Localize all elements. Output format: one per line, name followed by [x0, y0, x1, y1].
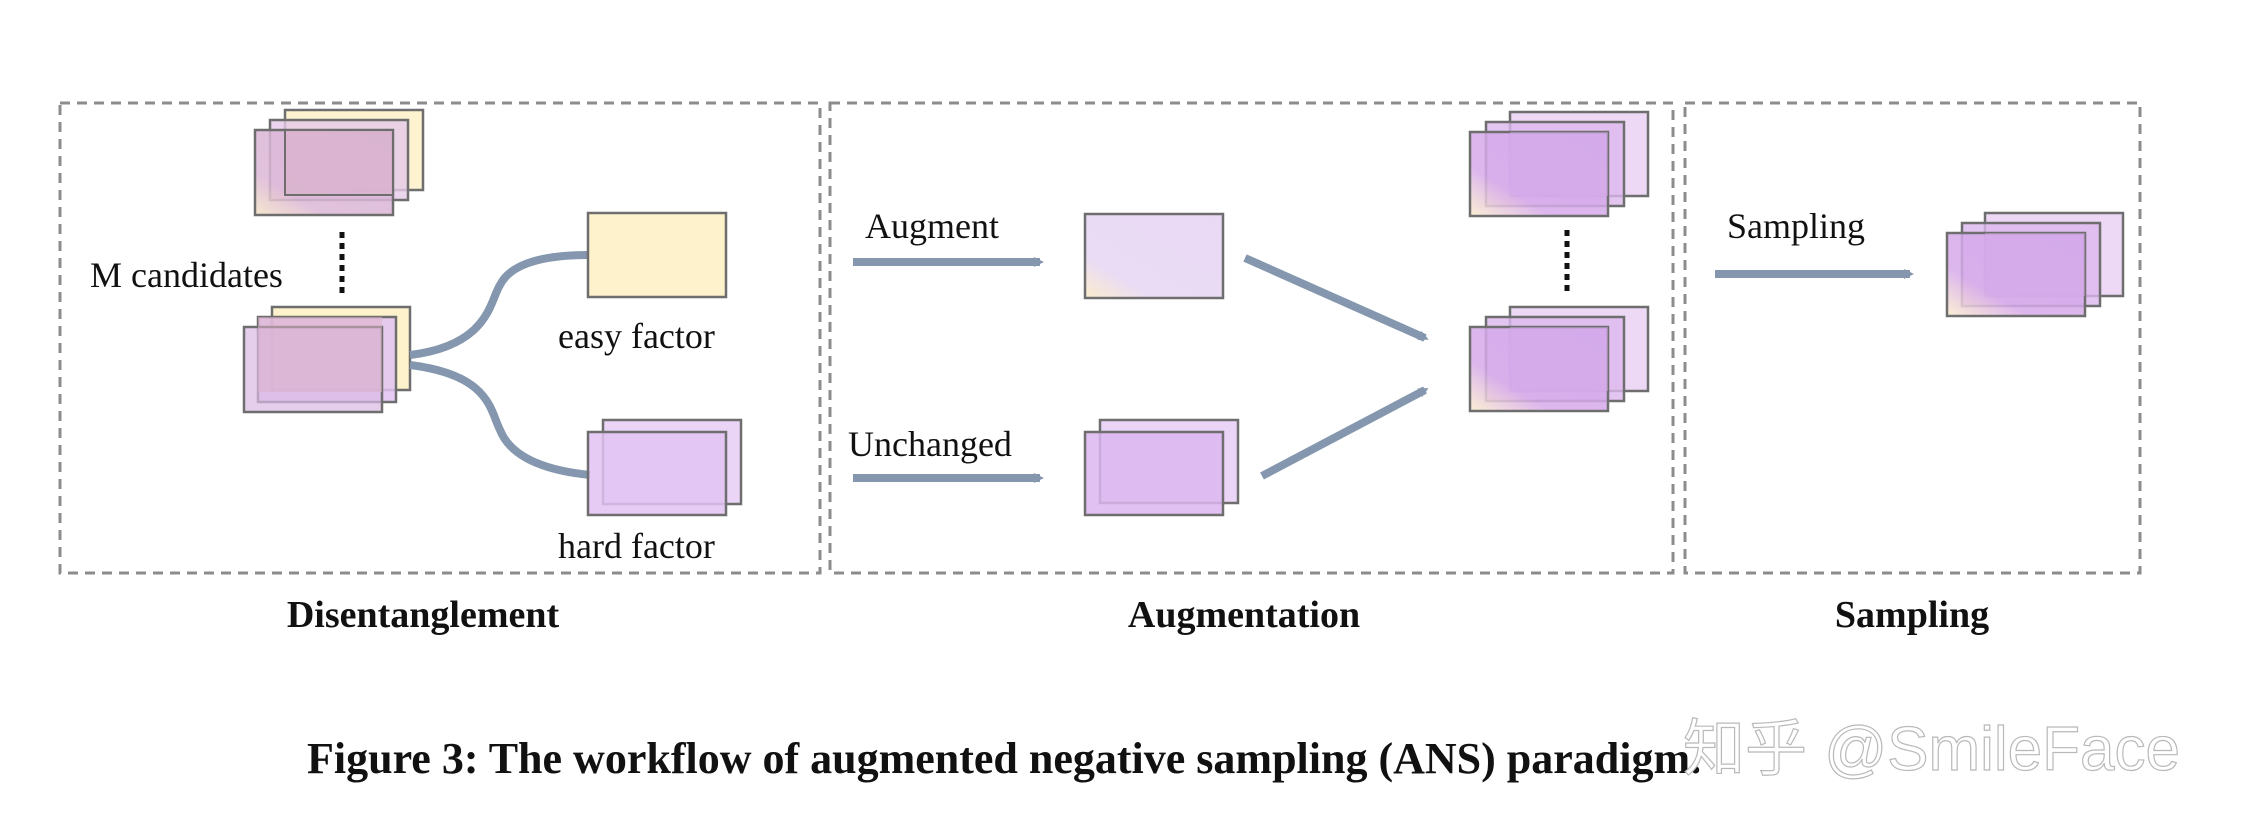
merge-arrow-bottom: [1260, 386, 1429, 480]
sampled-negative-stack: [1945, 211, 2125, 318]
figure-caption: Figure 3: The workflow of augmented nega…: [307, 734, 1701, 783]
watermark: 知乎 @SmileFace: [1683, 715, 2180, 784]
augment-label: Augment: [865, 206, 999, 246]
augmented-stack-top: [1468, 110, 1650, 218]
hard-factor-label: hard factor: [558, 526, 715, 566]
candidate-stack-top: [253, 108, 425, 217]
sampling-frame: [1683, 101, 2142, 575]
sampling-title: Sampling: [1835, 594, 1989, 636]
augmented-stack-bottom: [1468, 305, 1650, 413]
augmentation-frame: [828, 101, 1675, 575]
easy-factor-label: easy factor: [558, 316, 715, 356]
sampling-arrow-label: Sampling: [1727, 206, 1865, 246]
m-candidates-label: M candidates: [90, 255, 283, 295]
candidate-stack-bottom: [242, 305, 412, 414]
disentanglement-title: Disentanglement: [287, 594, 560, 636]
easy-factor-box: [586, 211, 728, 299]
branch-to-easy: [409, 251, 589, 359]
disentanglement-frame: [58, 101, 822, 575]
augmented-candidate-box: [1083, 212, 1225, 300]
augmentation-title: Augmentation: [1128, 594, 1360, 636]
merge-arrow-top: [1243, 254, 1429, 342]
unchanged-label: Unchanged: [848, 424, 1012, 464]
hard-factor-stack: [586, 418, 743, 517]
branch-to-hard: [409, 361, 591, 479]
unchanged-hard-stack: [1083, 418, 1240, 517]
